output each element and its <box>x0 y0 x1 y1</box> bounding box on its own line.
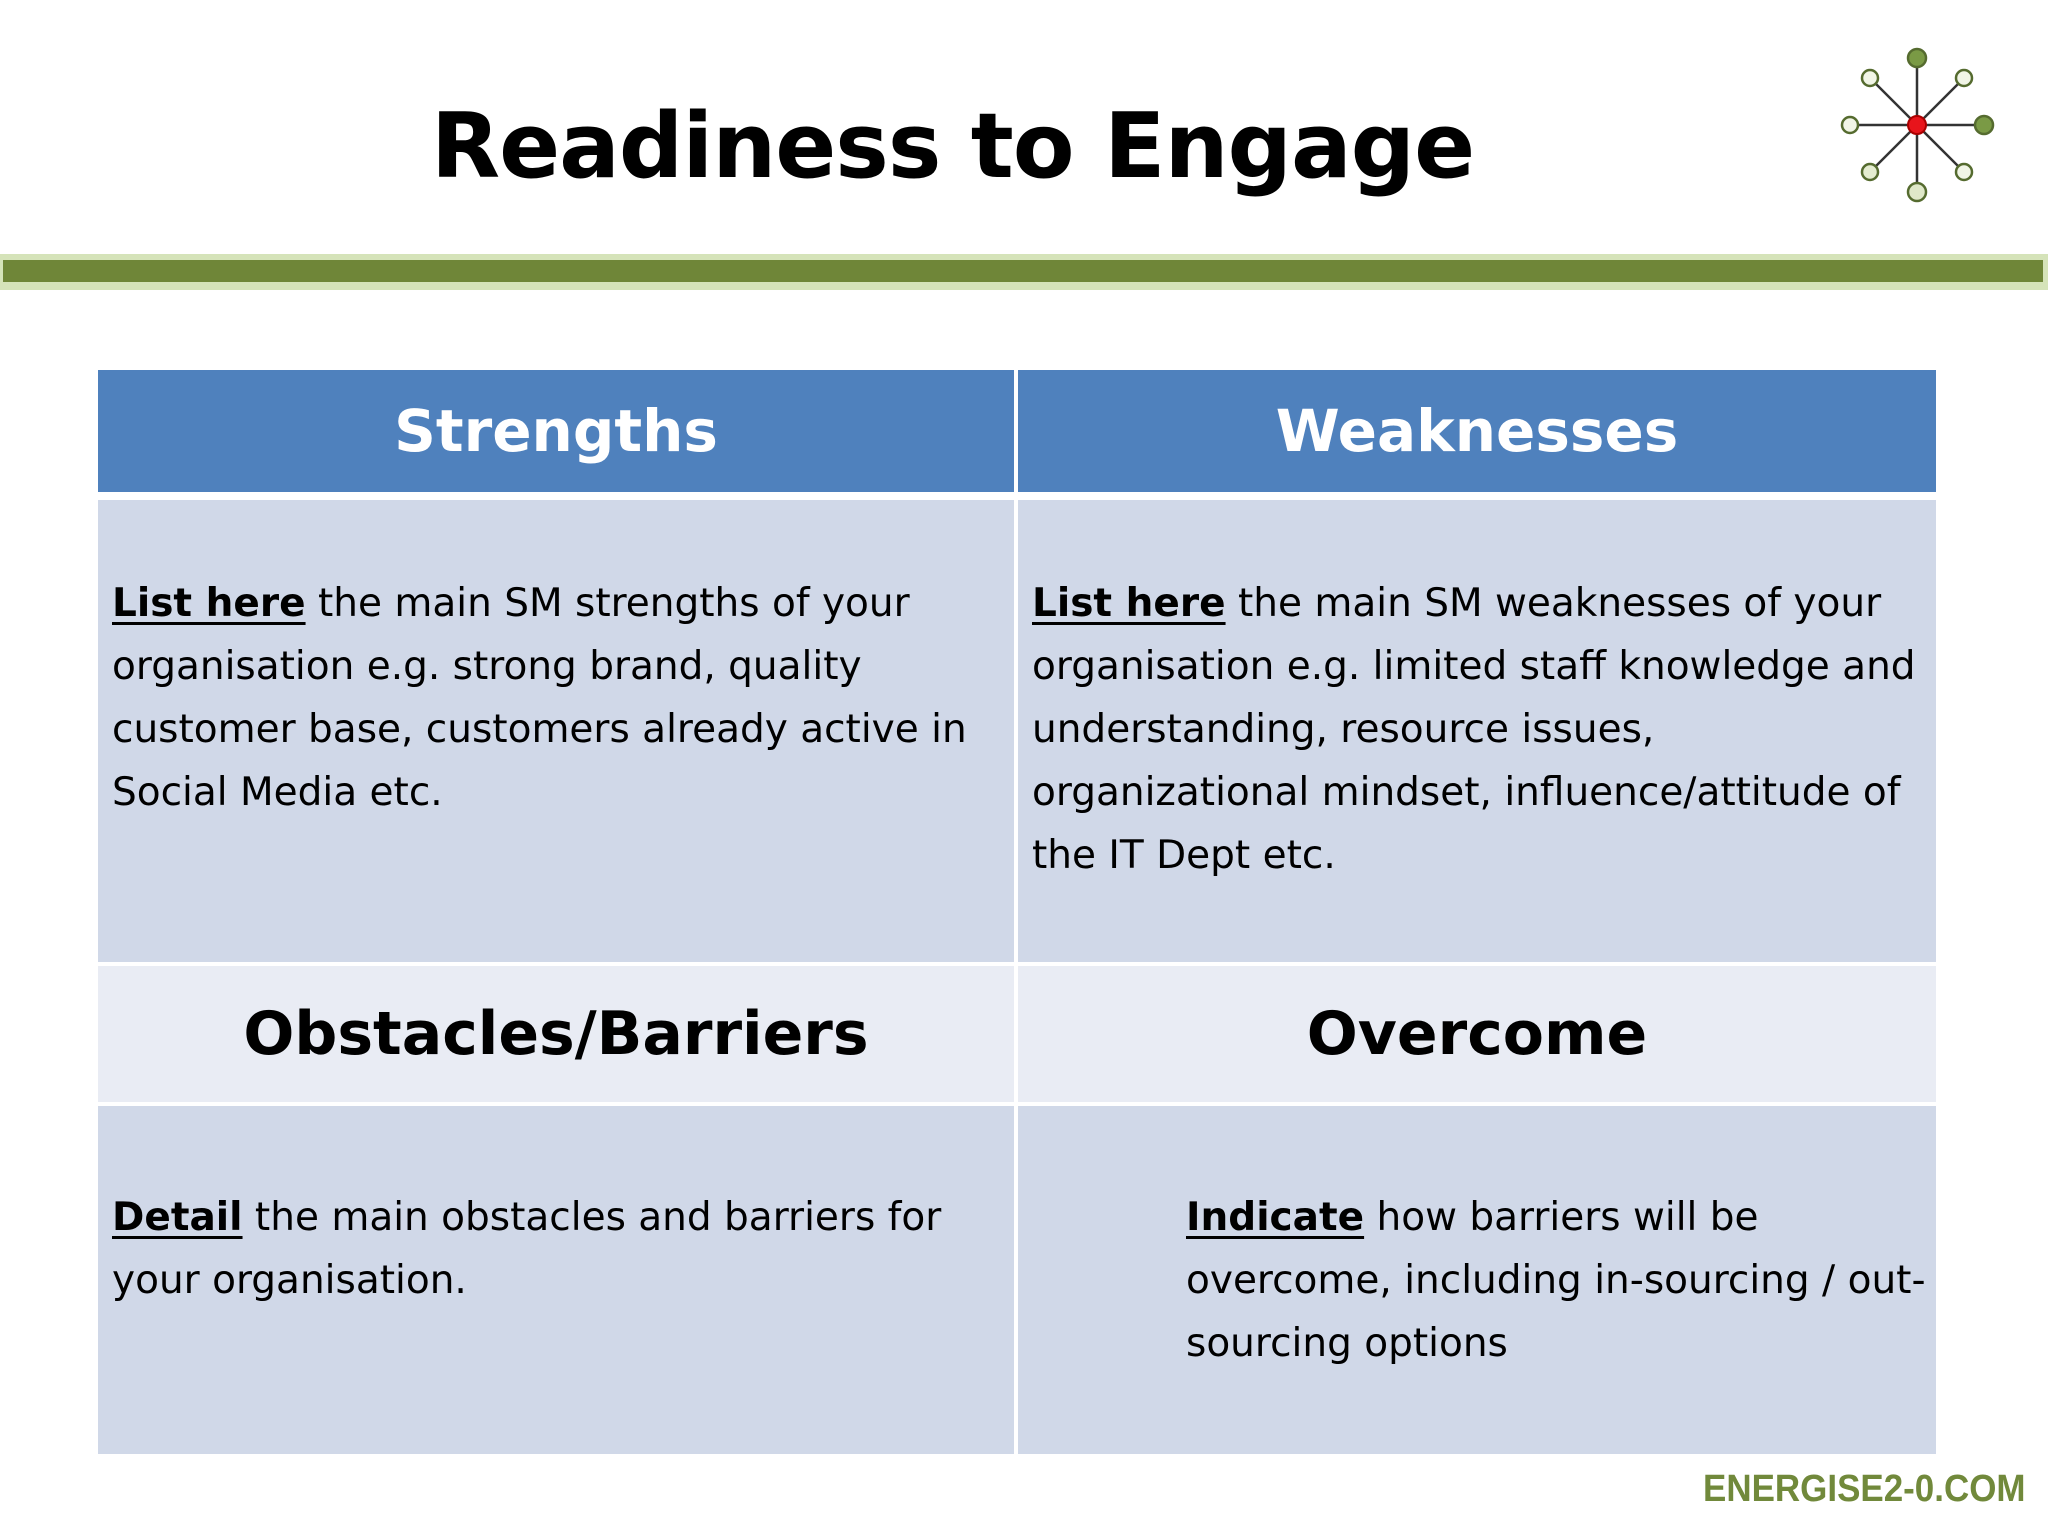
network-hub-icon <box>1840 47 1995 203</box>
accent-divider-fill <box>3 260 2043 282</box>
accent-divider <box>0 254 2048 290</box>
strengths-header: Strengths <box>96 368 1016 498</box>
weaknesses-lead: List here <box>1032 581 1226 626</box>
readiness-table: Strengths Weaknesses List here the main … <box>96 368 1938 1456</box>
obstacles-text: the main obstacles and barriers for your… <box>112 1195 942 1303</box>
overcome-text: how barriers will be overcome, including… <box>1186 1195 1926 1366</box>
weaknesses-header: Weaknesses <box>1016 368 1938 498</box>
obstacles-header: Obstacles/Barriers <box>96 964 1016 1104</box>
weaknesses-cell: List here the main SM weaknesses of your… <box>1016 498 1938 964</box>
overcome-lead: Indicate <box>1186 1195 1365 1240</box>
overcome-header: Overcome <box>1016 964 1938 1104</box>
weaknesses-text: the main SM weaknesses of your organisat… <box>1032 581 1916 878</box>
slide-title: Readiness to Engage <box>430 94 1475 199</box>
strengths-lead: List here <box>112 581 306 626</box>
obstacles-lead: Detail <box>112 1195 243 1240</box>
overcome-cell: Indicate how barriers will be overcome, … <box>1016 1104 1938 1456</box>
strengths-text: the main SM strengths of your organisati… <box>112 581 967 815</box>
obstacles-cell: Detail the main obstacles and barriers f… <box>96 1104 1016 1456</box>
brand-footer: ENERGISE2-0.COM <box>1703 1468 2026 1510</box>
strengths-cell: List here the main SM strengths of your … <box>96 498 1016 964</box>
